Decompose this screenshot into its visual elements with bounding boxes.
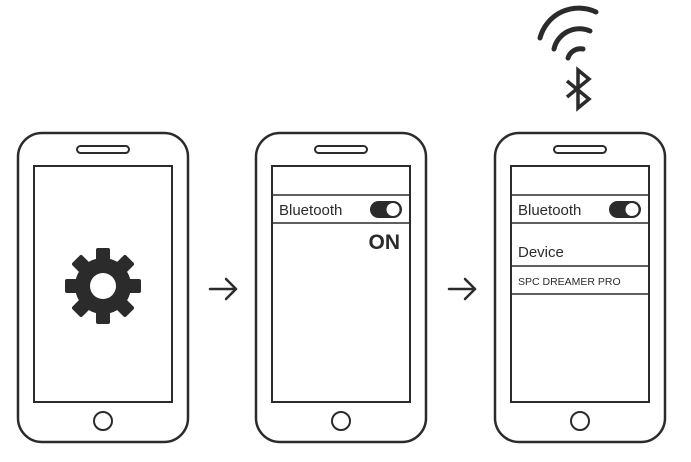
phone-home-button [331, 411, 351, 431]
bluetooth-icon [565, 66, 592, 112]
phone-speaker [553, 145, 607, 154]
device-list-item[interactable]: SPC DREAMER PRO [518, 276, 621, 288]
phone-1 [16, 131, 190, 444]
phone-home-button [570, 411, 590, 431]
phone-speaker [314, 145, 368, 154]
phone-screen [510, 165, 650, 403]
device-header: Device [518, 244, 564, 261]
phone-body [254, 131, 428, 444]
phone-screen [33, 165, 173, 403]
phone-speaker [76, 145, 130, 154]
toggle-switch-icon[interactable] [609, 201, 641, 218]
phone-body [16, 131, 190, 444]
phone-2 [254, 131, 428, 444]
phone-screen [271, 165, 411, 403]
arrow-right-icon [208, 277, 238, 301]
wifi-icon [537, 5, 599, 61]
phone-home-button [93, 411, 113, 431]
arrow-right-icon [447, 277, 477, 301]
bluetooth-label: Bluetooth [279, 202, 342, 219]
phone-3 [493, 131, 667, 444]
bluetooth-status: ON [369, 231, 401, 254]
gear-icon [65, 248, 141, 324]
phone-body [493, 131, 667, 444]
bluetooth-label: Bluetooth [518, 202, 581, 219]
toggle-switch-icon[interactable] [370, 201, 402, 218]
